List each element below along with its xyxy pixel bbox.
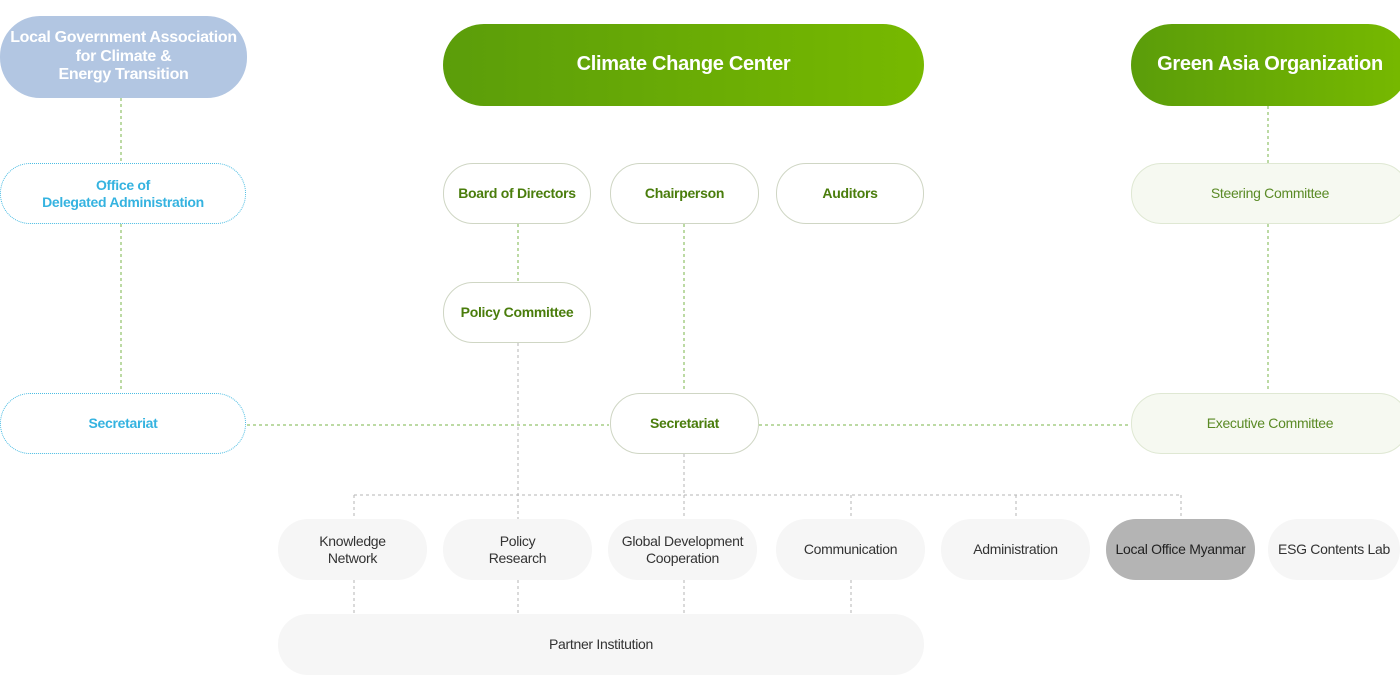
board-of-directors-box: Board of Directors	[443, 163, 591, 224]
local-office-myanmar-box: Local Office Myanmar	[1106, 519, 1255, 580]
policy-research-box: Policy Research	[443, 519, 592, 580]
climate-change-center-box: Climate Change Center	[443, 24, 924, 106]
local-government-association-box: Local Government Association for Climate…	[0, 16, 247, 98]
executive-committee-box: Executive Committee	[1131, 393, 1400, 454]
global-development-cooperation-box: Global Development Cooperation	[608, 519, 757, 580]
green-asia-organization-box: Green Asia Organization	[1131, 24, 1400, 106]
policy-committee-box: Policy Committee	[443, 282, 591, 343]
administration-box: Administration	[941, 519, 1090, 580]
left-secretariat-box: Secretariat	[0, 393, 246, 454]
partner-institution-box: Partner Institution	[278, 614, 924, 675]
esg-contents-lab-box: ESG Contents Lab	[1268, 519, 1400, 580]
auditors-box: Auditors	[776, 163, 924, 224]
steering-committee-box: Steering Committee	[1131, 163, 1400, 224]
chairperson-box: Chairperson	[610, 163, 759, 224]
knowledge-network-box: Knowledge Network	[278, 519, 427, 580]
office-of-delegated-administration-box: Office of Delegated Administration	[0, 163, 246, 224]
communication-box: Communication	[776, 519, 925, 580]
center-secretariat-box: Secretariat	[610, 393, 759, 454]
